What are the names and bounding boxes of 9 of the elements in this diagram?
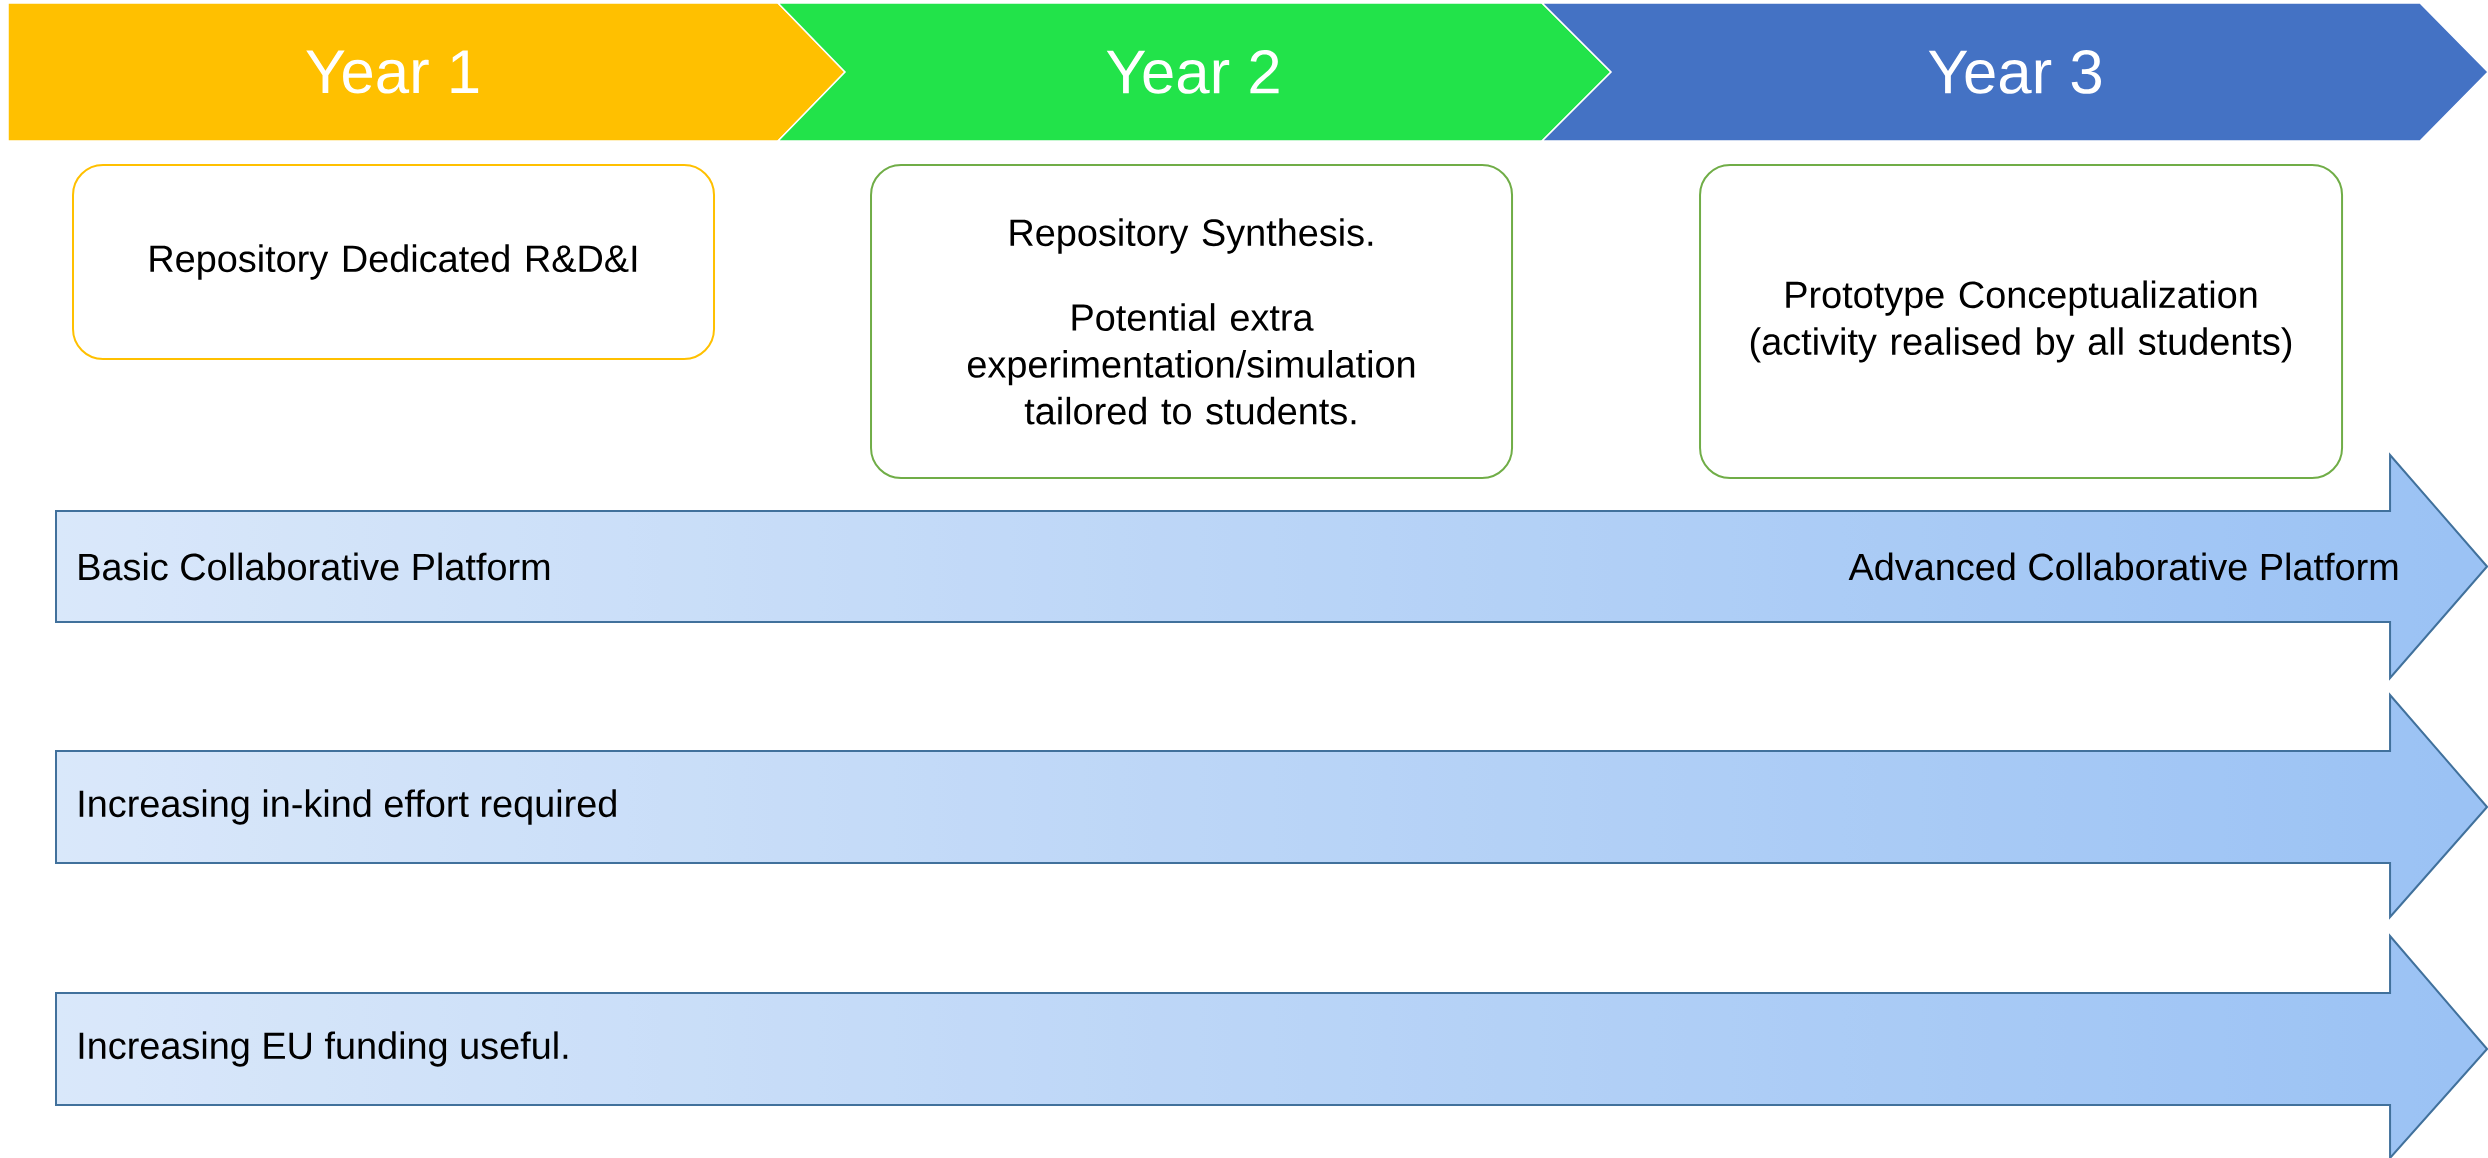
- activity-box: Repository Dedicated R&D&I: [72, 164, 715, 360]
- year-banner: Year 2: [776, 2, 1613, 142]
- activity-box: Prototype Conceptualization (activity realised by all students): [1699, 164, 2344, 479]
- year-banner: Year 3: [1540, 2, 2488, 142]
- progress-band: Basic Collaborative Platform Advanced Collaborative Platform: [55, 452, 2488, 681]
- activity-box: Repository Synthesis. Potential extra experimentation/simulation tailored to students.: [870, 164, 1514, 479]
- progress-band: Increasing in-kind effort required: [55, 692, 2488, 920]
- year-banner: Year 1: [7, 2, 847, 142]
- progress-band: Increasing EU funding useful.: [55, 933, 2488, 1158]
